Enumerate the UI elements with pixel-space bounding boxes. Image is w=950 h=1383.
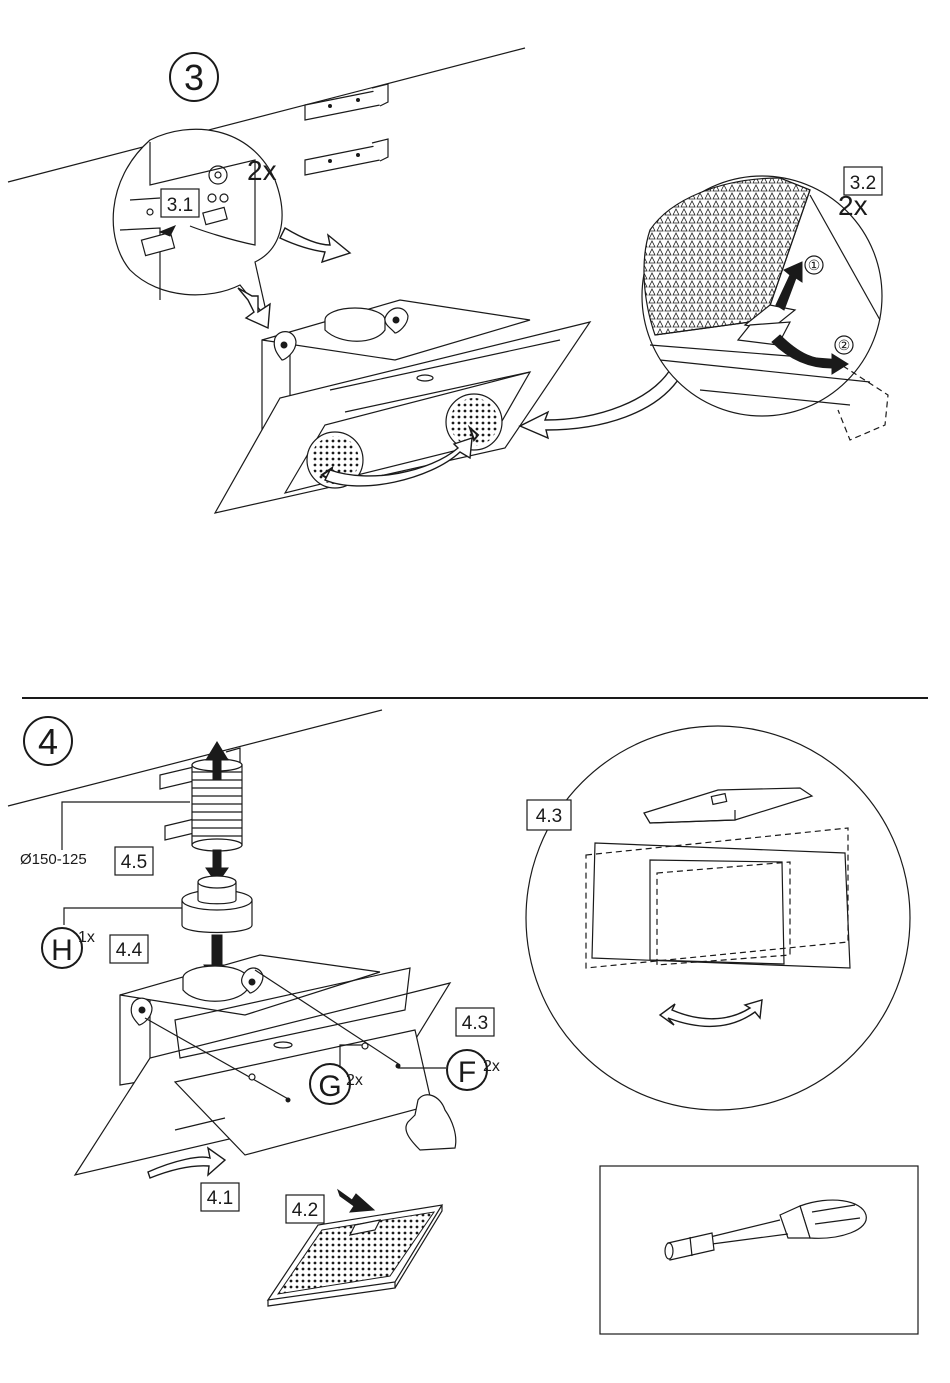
leader-line	[64, 908, 182, 925]
duct-diameter: Ø150-125	[20, 851, 87, 868]
part-count: 1x	[78, 929, 95, 946]
mark-2: ②	[838, 337, 851, 353]
bracket-icon	[305, 84, 388, 175]
count-label: 2x	[838, 190, 868, 221]
step-number: 3	[184, 57, 204, 98]
part-letter: H	[51, 934, 73, 967]
arrow-icon	[280, 228, 350, 262]
step-4: 4 Ø150-125 4.5	[8, 710, 918, 1334]
detail-circle-4-3	[526, 726, 910, 1110]
count-label: 2x	[247, 155, 277, 186]
cooker-hood-step-3	[215, 300, 590, 513]
tool-box	[600, 1166, 918, 1334]
screwdriver-icon	[665, 1200, 866, 1260]
part-count: 2x	[483, 1058, 500, 1075]
sub-step-label: 4.2	[292, 1200, 318, 1221]
sub-step-label: 4.5	[121, 852, 147, 873]
part-letter: F	[458, 1056, 476, 1089]
sub-step-label: 4.3	[536, 806, 562, 827]
sub-step-label: 3.1	[167, 195, 193, 216]
step-number: 4	[38, 721, 58, 762]
sub-step-label: 4.1	[207, 1188, 233, 1209]
duct-icon	[192, 742, 242, 884]
sub-step-label: 4.4	[116, 940, 143, 961]
sub-step-label: 4.3	[462, 1013, 488, 1034]
step-3: 3 3.1 2x	[8, 48, 888, 513]
mark-1: ①	[808, 257, 821, 273]
part-letter: G	[318, 1070, 341, 1103]
arrow-icon	[338, 1190, 374, 1212]
part-count: 2x	[346, 1072, 363, 1089]
cooker-hood-step-4	[75, 955, 456, 1178]
